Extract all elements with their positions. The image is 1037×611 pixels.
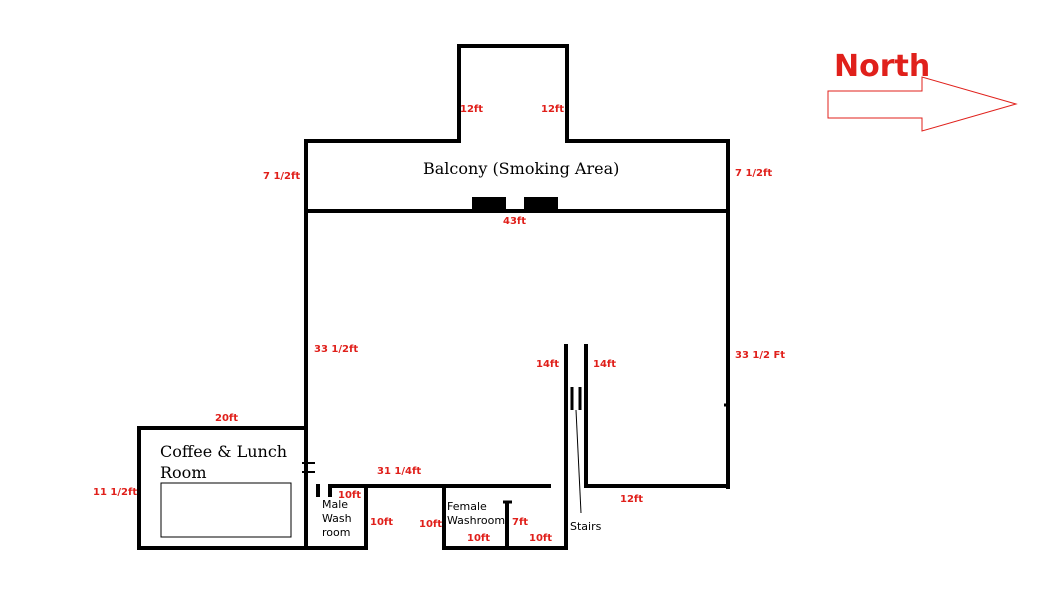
- dim-balcony-ext-right: 12ft: [541, 104, 564, 115]
- male-washroom-label-line1: Male: [322, 498, 348, 511]
- coffee-room-table: [160, 482, 292, 538]
- dim-stairs-bottom: 12ft: [620, 494, 643, 505]
- male-washroom-label-line2: Wash: [322, 512, 352, 525]
- dim-female-left: 10ft: [419, 519, 442, 530]
- dim-male-height: 10ft: [370, 517, 393, 528]
- dim-female-bottom-right: 10ft: [529, 533, 552, 544]
- balcony-door-left: [472, 197, 506, 210]
- dim-inner-wall: 31 1/4ft: [377, 466, 421, 477]
- balcony-extension-wall: [304, 44, 730, 143]
- female-washroom-label-line1: Female: [447, 500, 487, 513]
- dim-male-width: 10ft: [338, 490, 361, 501]
- dim-stairs-right: 14ft: [593, 359, 616, 370]
- dim-coffee-height: 11 1/2ft: [93, 487, 137, 498]
- dim-main-left: 33 1/2ft: [314, 344, 358, 355]
- dim-main-right: 33 1/2 Ft: [735, 350, 785, 361]
- coffee-lunch-room: [137, 426, 308, 550]
- dim-female-stall: 7ft: [512, 517, 528, 528]
- coffee-room-label-line2: Room: [160, 463, 206, 482]
- dim-stairs-left: 14ft: [536, 359, 559, 370]
- balcony-door-right: [524, 197, 558, 210]
- male-washroom-label-line3: room: [322, 526, 350, 539]
- north-label: North: [834, 49, 930, 84]
- coffee-room-label-line1: Coffee & Lunch: [160, 442, 287, 461]
- dim-main-width: 43ft: [503, 216, 526, 227]
- dim-balcony-ext-left: 12ft: [460, 104, 483, 115]
- balcony-label: Balcony (Smoking Area): [423, 159, 619, 178]
- stairs-label: Stairs: [570, 520, 602, 533]
- stairs-pointer: [575, 409, 582, 514]
- dim-balcony-right: 7 1/2ft: [735, 168, 772, 179]
- north-arrow-icon: [827, 76, 1018, 132]
- dim-balcony-left: 7 1/2ft: [263, 171, 300, 182]
- dim-female-bottom-left: 10ft: [467, 533, 490, 544]
- dim-coffee-width: 20ft: [215, 413, 238, 424]
- female-washroom-label-line2: Washroom: [447, 514, 505, 527]
